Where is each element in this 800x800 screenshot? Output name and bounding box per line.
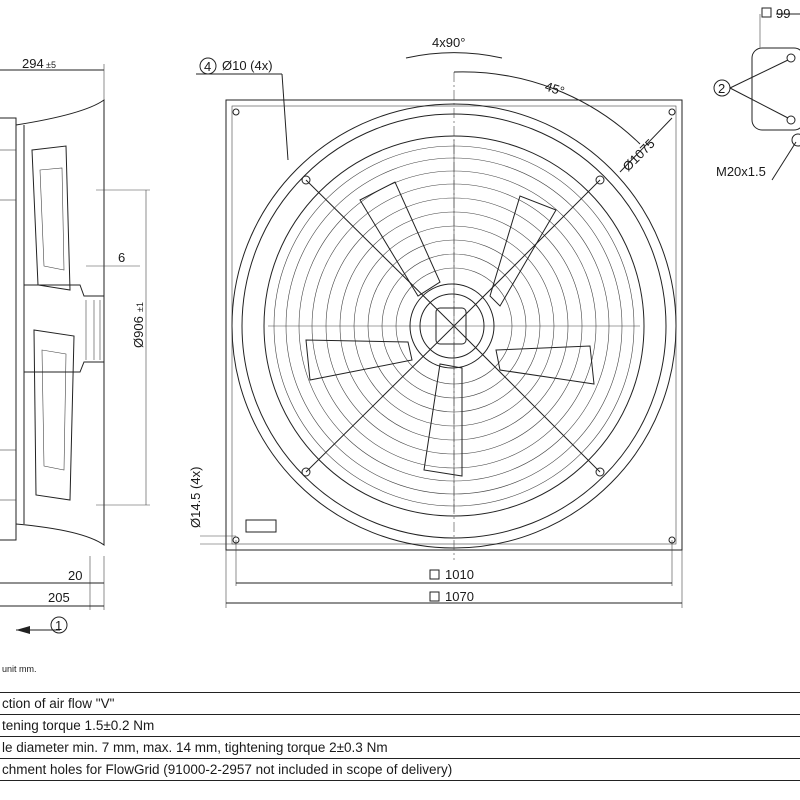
note-row: tening torque 1.5±0.2 Nm: [0, 714, 800, 736]
dim-square-1070: 1070: [445, 589, 474, 604]
dim-diameter-side-tol: ±1: [135, 302, 145, 312]
dim-angle-45: 45°: [543, 79, 566, 99]
dim-hole-145: Ø14.5 (4x): [188, 467, 203, 528]
front-view: [196, 52, 683, 608]
callouts: 1 2 4: [50, 57, 731, 634]
dim-diameter-side: Ø906: [131, 316, 146, 348]
callout-1: 1: [55, 618, 62, 633]
notes-table: ction of air flow "V" tening torque 1.5±…: [0, 692, 800, 781]
note-row: chment holes for FlowGrid (91000-2-2957 …: [0, 758, 800, 781]
dim-depth-tol: ±5: [46, 60, 56, 70]
callout-4: 4: [204, 59, 211, 74]
note-row: le diameter min. 7 mm, max. 14 mm, tight…: [0, 736, 800, 758]
dim-angle-4x90: 4x90°: [432, 35, 465, 50]
callout-2: 2: [718, 81, 725, 96]
note-row: ction of air flow "V": [0, 692, 800, 714]
unit-note: unit mm.: [2, 664, 37, 674]
detail-view: [729, 13, 800, 181]
dim-depth-total: 294: [22, 56, 44, 71]
dim-diameter-1075: Ø1075: [620, 136, 658, 174]
dim-thread: M20x1.5: [716, 164, 766, 179]
dim-hole-d: Ø10 (4x): [222, 58, 273, 73]
dim-detail-99: 99: [776, 6, 790, 21]
side-view: [0, 64, 150, 634]
dim-bottom-20: 20: [68, 568, 82, 583]
dim-flange: 6: [118, 250, 125, 265]
technical-drawing: 294 ±5 6 Ø906 ±1 20 205 Ø10 (4x) 4x90° 4…: [0, 6, 800, 634]
dim-square-1010: 1010: [445, 567, 474, 582]
dim-bottom-205: 205: [48, 590, 70, 605]
